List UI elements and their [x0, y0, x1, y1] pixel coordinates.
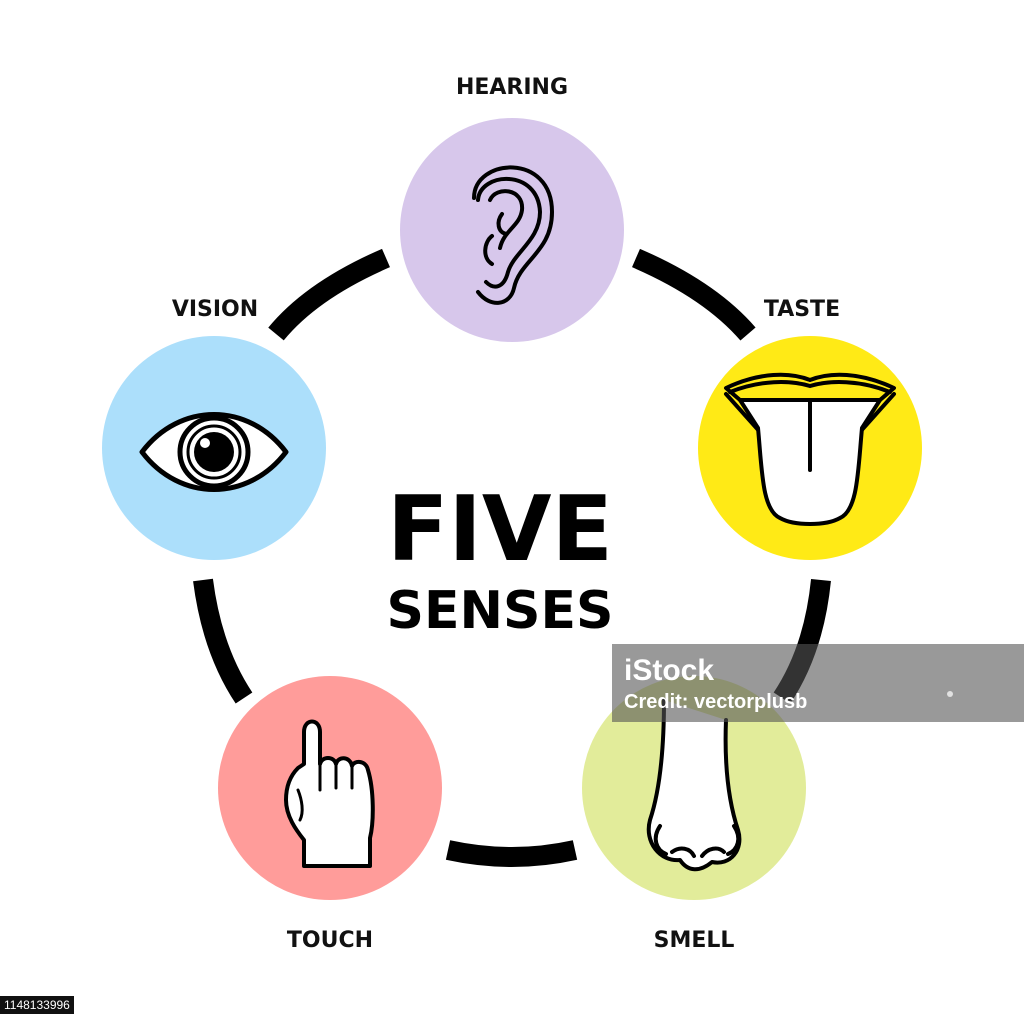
connector-touch-vision [193, 578, 253, 704]
sense-hearing: HEARING [400, 75, 624, 342]
connector-vision-hearing [268, 248, 390, 341]
tongue-icon [724, 372, 896, 526]
title-line-2: SENSES [387, 581, 614, 641]
touch-label: TOUCH [287, 928, 373, 953]
stock-id-tag: 1148133996 [0, 996, 74, 1014]
watermark-brand: iStock [624, 654, 714, 687]
smell-label: SMELL [654, 928, 735, 953]
connector-arcs [193, 248, 831, 867]
nose-icon [646, 698, 742, 872]
sense-smell: SMELL [582, 676, 806, 953]
connector-smell-touch [445, 840, 578, 867]
eye-icon [139, 412, 289, 492]
vision-label: VISION [172, 297, 258, 322]
connector-hearing-taste [632, 248, 756, 341]
sense-vision: VISION [102, 297, 326, 560]
ear-icon [472, 165, 554, 305]
taste-label: TASTE [764, 297, 840, 322]
sense-taste: TASTE [698, 297, 922, 560]
sense-touch: TOUCH [218, 676, 442, 953]
hearing-label: HEARING [456, 75, 568, 100]
watermark-dot [947, 691, 953, 697]
title-line-1: FIVE [387, 477, 613, 582]
watermark: iStock Credit: vectorplusb [612, 644, 1024, 722]
watermark-credit: Credit: vectorplusb [624, 691, 807, 713]
diagram-title: FIVE SENSES [387, 477, 614, 641]
pointing-hand-icon [284, 719, 375, 868]
watermark-band [612, 644, 1024, 722]
